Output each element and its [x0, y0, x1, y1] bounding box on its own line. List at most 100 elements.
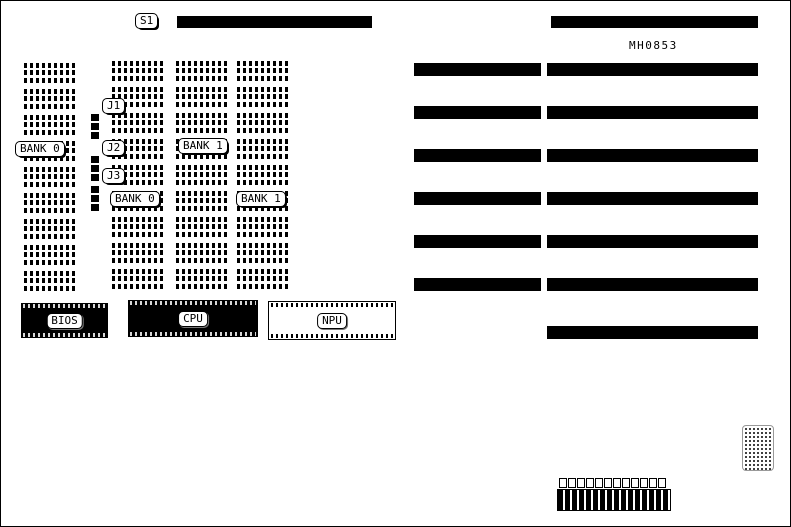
chip-pins: [176, 165, 228, 170]
chip-pins: [130, 301, 256, 305]
connector-pin: [658, 478, 666, 488]
memory-chip: [23, 166, 77, 188]
chip-pins: [24, 174, 76, 179]
chip-pins: [176, 243, 228, 248]
jumper-pin: [91, 195, 99, 202]
chip-pins: [112, 94, 164, 99]
chip-pins: [112, 61, 164, 66]
chip-pins: [112, 232, 164, 237]
expansion-slot: [414, 149, 541, 162]
expansion-slot: [414, 106, 541, 119]
chip-pins: [24, 278, 76, 283]
switch-s1-label: S1: [135, 13, 159, 29]
chip-pins: [176, 206, 228, 211]
chip-pins: [112, 206, 164, 211]
connector-body: [557, 489, 671, 511]
chip-pins: [237, 276, 289, 281]
connector-pin: [568, 478, 576, 488]
chip-pins: [237, 206, 289, 211]
chip-pins: [176, 113, 228, 118]
memory-chip: [236, 164, 290, 186]
chip-pins: [237, 224, 289, 229]
expansion-slot: [414, 235, 541, 248]
bank0-left-label: BANK 0: [15, 141, 65, 157]
memory-chip: [175, 60, 229, 82]
chip-pins: [24, 104, 76, 109]
bank1-right-label: BANK 1: [236, 191, 286, 207]
npu-label: NPU: [317, 312, 347, 329]
chip-pins: [112, 243, 164, 248]
chip-pins: [176, 191, 228, 196]
memory-chip: [236, 138, 290, 160]
jumper-j1-pins: [91, 114, 99, 141]
memory-chip: [175, 190, 229, 212]
connector-pin: [559, 478, 567, 488]
chip-pins: [112, 250, 164, 255]
bank1-mid-label: BANK 1: [178, 138, 228, 154]
chip-pins: [237, 68, 289, 73]
chip-pins: [237, 113, 289, 118]
bank0-mid-label: BANK 0: [110, 191, 160, 207]
chip-pins: [112, 120, 164, 125]
chip-pins: [237, 154, 289, 159]
expansion-slot: [547, 192, 758, 205]
jumper-pin: [91, 174, 99, 181]
chip-pins: [24, 234, 76, 239]
connector-pin: [595, 478, 603, 488]
chip-pins: [237, 76, 289, 81]
npu-socket: NPU: [268, 301, 396, 340]
expansion-slot: [547, 63, 758, 76]
chip-pins: [24, 89, 76, 94]
expansion-slot-top: [551, 16, 758, 28]
jumper-pin: [91, 204, 99, 211]
chip-pins: [24, 252, 76, 257]
chip-pins: [176, 198, 228, 203]
chip-pins: [24, 193, 76, 198]
chip-pins: [176, 172, 228, 177]
memory-chip: [236, 242, 290, 264]
memory-chip: [111, 60, 165, 82]
chip-pins: [176, 87, 228, 92]
memory-chip: [175, 164, 229, 186]
chip-pins: [237, 94, 289, 99]
expansion-slot: [414, 278, 541, 291]
chip-pins: [237, 165, 289, 170]
memory-chip: [23, 192, 77, 214]
chip-pins: [237, 139, 289, 144]
chip-pins: [112, 276, 164, 281]
chip-pins: [112, 180, 164, 185]
chip-pins: [24, 286, 76, 291]
connector-pin-row: [559, 478, 671, 488]
chip-pins: [271, 303, 393, 307]
chip-pins: [112, 217, 164, 222]
cpu-chip: CPU: [128, 300, 258, 337]
chip-pins: [24, 182, 76, 187]
chip-pins: [24, 122, 76, 127]
connector-pin: [586, 478, 594, 488]
jumper-pin: [91, 156, 99, 163]
dip-switch-s1-block: [177, 16, 372, 28]
memory-chip: [236, 60, 290, 82]
chip-pins: [24, 226, 76, 231]
chip-pins: [237, 146, 289, 151]
jumper-pin: [91, 132, 99, 139]
memory-chip: [23, 114, 77, 136]
chip-pins: [24, 167, 76, 172]
chip-pins: [112, 113, 164, 118]
chip-pins: [176, 61, 228, 66]
chip-pins: [176, 68, 228, 73]
chip-pins: [237, 269, 289, 274]
chip-pins: [237, 120, 289, 125]
expansion-slot: [547, 235, 758, 248]
connector-pin: [613, 478, 621, 488]
memory-chip: [23, 62, 77, 84]
chip-pins: [23, 304, 106, 308]
chip-pins: [24, 200, 76, 205]
connector-pin: [640, 478, 648, 488]
chip-pins: [176, 232, 228, 237]
expansion-slot: [547, 149, 758, 162]
memory-chip: [236, 112, 290, 134]
chip-pins: [23, 333, 106, 337]
chip-pins: [112, 87, 164, 92]
